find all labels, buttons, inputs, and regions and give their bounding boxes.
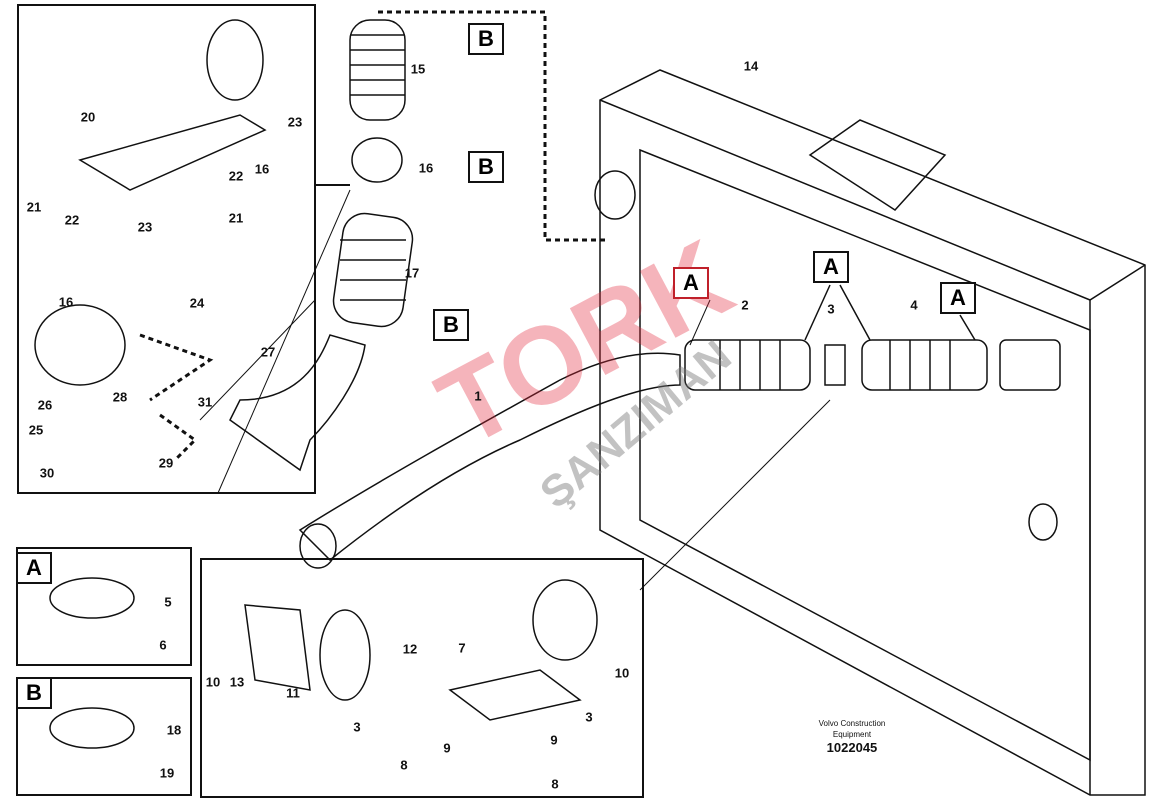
callout-25: 25 bbox=[28, 422, 44, 438]
credit-line2: Equipment bbox=[832, 730, 872, 739]
callout-3: 3 bbox=[827, 301, 835, 317]
callout-12: 12 bbox=[402, 641, 418, 657]
callout-18: 18 bbox=[166, 722, 182, 738]
callout-17: 17 bbox=[404, 265, 420, 281]
callout-9: 9 bbox=[443, 740, 451, 756]
callout-21: 21 bbox=[228, 210, 244, 226]
credit-line1: Volvo Construction bbox=[818, 719, 886, 728]
callout-30: 30 bbox=[39, 465, 55, 481]
callout-8: 8 bbox=[400, 757, 408, 773]
callout-19: 19 bbox=[159, 765, 175, 781]
callout-16: 16 bbox=[254, 161, 270, 177]
callout-14: 14 bbox=[743, 58, 759, 74]
callout-20: 20 bbox=[80, 109, 96, 125]
callout-9: 9 bbox=[550, 732, 558, 748]
callout-10: 10 bbox=[614, 665, 630, 681]
detail-b-label: B bbox=[16, 677, 52, 709]
reference-box-a: A bbox=[673, 267, 709, 299]
callout-2: 2 bbox=[741, 297, 749, 313]
callout-21: 21 bbox=[26, 199, 42, 215]
callout-13: 13 bbox=[229, 674, 245, 690]
detail-frame-a bbox=[16, 547, 192, 666]
callout-27: 27 bbox=[260, 344, 276, 360]
hose-15 bbox=[349, 19, 406, 121]
callout-11: 11 bbox=[286, 685, 300, 701]
detail-frame-bottom bbox=[200, 558, 644, 798]
callout-23: 23 bbox=[137, 219, 153, 235]
hose-17 bbox=[332, 212, 414, 328]
detail-frame-top-left bbox=[17, 4, 316, 494]
callout-31: 31 bbox=[197, 394, 213, 410]
pipe-1 bbox=[298, 352, 681, 562]
callout-8: 8 bbox=[551, 776, 559, 792]
hose-4 bbox=[861, 339, 988, 391]
callout-1: 1 bbox=[474, 388, 482, 404]
diagram-number: 1022045 bbox=[826, 740, 878, 755]
callout-10: 10 bbox=[205, 674, 221, 690]
radiator-frame bbox=[594, 69, 1146, 796]
detail-frame-b bbox=[16, 677, 192, 796]
callout-29: 29 bbox=[158, 455, 174, 471]
callout-16: 16 bbox=[58, 294, 74, 310]
callout-23: 23 bbox=[287, 114, 303, 130]
callout-6: 6 bbox=[159, 637, 167, 653]
hose-2 bbox=[684, 339, 811, 391]
reference-box-a: A bbox=[940, 282, 976, 314]
credit-block: Volvo Construction Equipment 1022045 bbox=[819, 718, 886, 756]
callout-3: 3 bbox=[585, 709, 593, 725]
callout-22: 22 bbox=[64, 212, 80, 228]
callout-22: 22 bbox=[228, 168, 244, 184]
callout-4: 4 bbox=[910, 297, 918, 313]
reference-box-b: B bbox=[468, 23, 504, 55]
callout-5: 5 bbox=[164, 594, 172, 610]
clamp-16 bbox=[351, 137, 403, 183]
reference-box-b: B bbox=[433, 309, 469, 341]
callout-26: 26 bbox=[37, 397, 53, 413]
callout-24: 24 bbox=[189, 295, 205, 311]
callout-15: 15 bbox=[410, 61, 426, 77]
callout-3: 3 bbox=[353, 719, 361, 735]
detail-a-label: A bbox=[16, 552, 52, 584]
callout-7: 7 bbox=[458, 640, 466, 656]
reference-box-a: A bbox=[813, 251, 849, 283]
callout-16: 16 bbox=[418, 160, 434, 176]
callout-28: 28 bbox=[112, 389, 128, 405]
clamp-3 bbox=[824, 344, 846, 386]
reference-box-b: B bbox=[468, 151, 504, 183]
elbow-27 bbox=[229, 334, 366, 472]
